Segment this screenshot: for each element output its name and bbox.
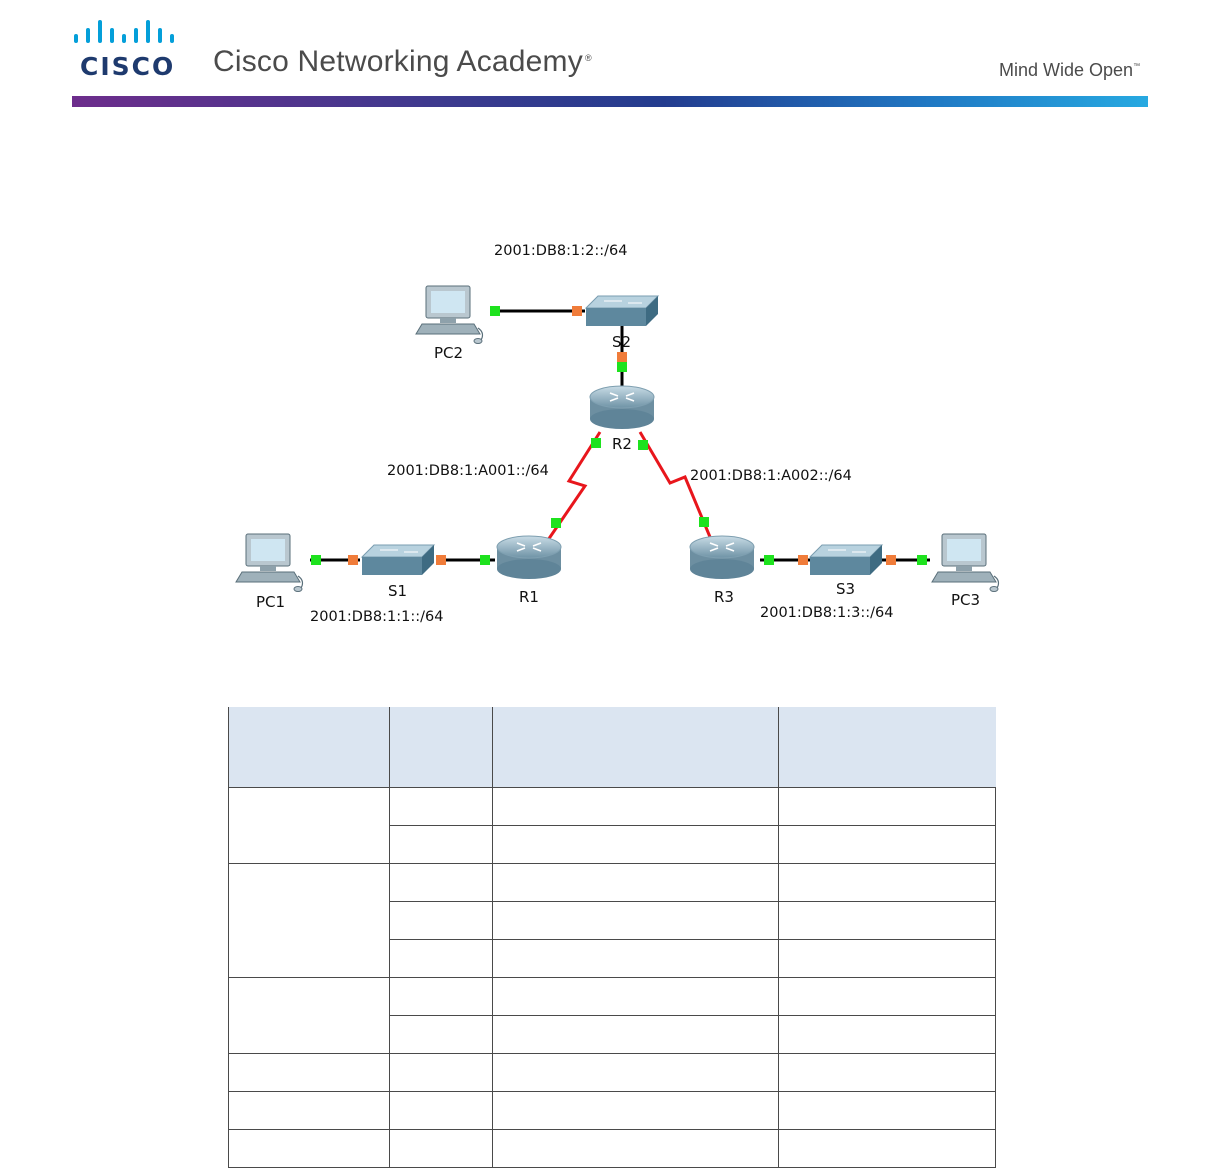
table-cell xyxy=(778,825,996,864)
table-cell xyxy=(778,1015,996,1054)
device-label-r1: R1 xyxy=(519,588,539,606)
router-r1-icon xyxy=(496,535,562,580)
switch-s3-icon xyxy=(809,544,883,576)
network-label-lan3: 2001:DB8:1:3::/64 xyxy=(760,605,893,621)
pc1-icon xyxy=(235,533,304,593)
table-cell xyxy=(388,977,493,1016)
device-label-s2: S2 xyxy=(612,333,631,351)
table-cell xyxy=(778,977,996,1016)
table-row xyxy=(228,787,996,864)
cisco-logo: CISCO xyxy=(74,20,175,80)
pc3-icon xyxy=(931,533,1000,593)
table-header-row xyxy=(228,707,996,788)
table-header-cell xyxy=(778,707,996,788)
table-cell xyxy=(778,1129,996,1168)
table-cell xyxy=(388,863,493,902)
table-cell xyxy=(778,787,996,826)
tagline: Mind Wide Open™ xyxy=(999,60,1141,80)
header-color-band xyxy=(72,96,1148,107)
device-label-r3: R3 xyxy=(714,588,734,606)
table-cell xyxy=(491,939,780,978)
table-cell xyxy=(228,787,390,864)
table-row xyxy=(228,1053,996,1092)
table-cell xyxy=(491,1015,780,1054)
network-label-lan2: 2001:DB8:1:2::/64 xyxy=(494,243,627,259)
network-topology: 2001:DB8:1:2::/64 PC2 S2 R2 2001:DB8:1:A… xyxy=(235,243,1000,625)
table-cell xyxy=(228,1053,390,1092)
table-cell xyxy=(778,901,996,940)
table-header-cell xyxy=(492,707,780,788)
table-row xyxy=(229,1015,996,1054)
device-label-pc2: PC2 xyxy=(434,344,463,362)
table-cell xyxy=(388,825,493,864)
table-cell xyxy=(491,787,780,826)
table-cell xyxy=(491,1129,780,1168)
network-label-wan-r1-r2: 2001:DB8:1:A001::/64 xyxy=(387,463,549,479)
device-label-pc3: PC3 xyxy=(951,591,980,609)
table-cell xyxy=(388,939,493,978)
table-cell xyxy=(228,1129,390,1168)
table-row xyxy=(228,1129,996,1168)
pc2-icon xyxy=(415,285,484,345)
table-cell xyxy=(778,939,996,978)
device-label-r2: R2 xyxy=(612,435,632,453)
table-cell xyxy=(491,1053,780,1092)
table-cell xyxy=(491,977,780,1016)
table-cell xyxy=(778,1091,996,1130)
router-r2-icon xyxy=(589,385,655,430)
table-cell xyxy=(228,977,390,1054)
cisco-wordmark: CISCO xyxy=(80,52,175,80)
table-cell xyxy=(778,1053,996,1092)
switch-s1-icon xyxy=(361,544,435,576)
academy-title: Cisco Networking Academy® xyxy=(213,45,592,78)
addressing-table xyxy=(228,707,996,1168)
port-status-lights xyxy=(311,306,927,565)
table-cell xyxy=(778,863,996,902)
table-row xyxy=(228,977,996,1054)
table-cell xyxy=(388,1129,493,1168)
network-label-lan1: 2001:DB8:1:1::/64 xyxy=(310,609,443,625)
table-cell xyxy=(228,863,390,978)
table-cell xyxy=(388,1053,493,1092)
network-label-wan-r2-r3: 2001:DB8:1:A002::/64 xyxy=(690,468,852,484)
table-cell xyxy=(491,901,780,940)
device-label-s1: S1 xyxy=(388,582,407,600)
table-cell xyxy=(228,1091,390,1130)
device-label-pc1: PC1 xyxy=(256,593,285,611)
table-cell xyxy=(491,1091,780,1130)
table-row xyxy=(228,1091,996,1130)
table-row xyxy=(228,863,996,978)
table-cell xyxy=(388,1015,493,1054)
router-r3-icon xyxy=(689,535,755,580)
table-cell xyxy=(491,863,780,902)
table-cell xyxy=(388,901,493,940)
table-cell xyxy=(388,787,493,826)
table-cell xyxy=(491,825,780,864)
table-row xyxy=(229,901,996,940)
table-header-cell xyxy=(389,707,493,788)
cisco-bars-icon xyxy=(74,20,174,43)
table-header-cell xyxy=(228,707,390,788)
serial-links xyxy=(546,431,712,541)
table-cell xyxy=(388,1091,493,1130)
device-label-s3: S3 xyxy=(836,580,855,598)
switch-s2-icon xyxy=(585,295,659,327)
